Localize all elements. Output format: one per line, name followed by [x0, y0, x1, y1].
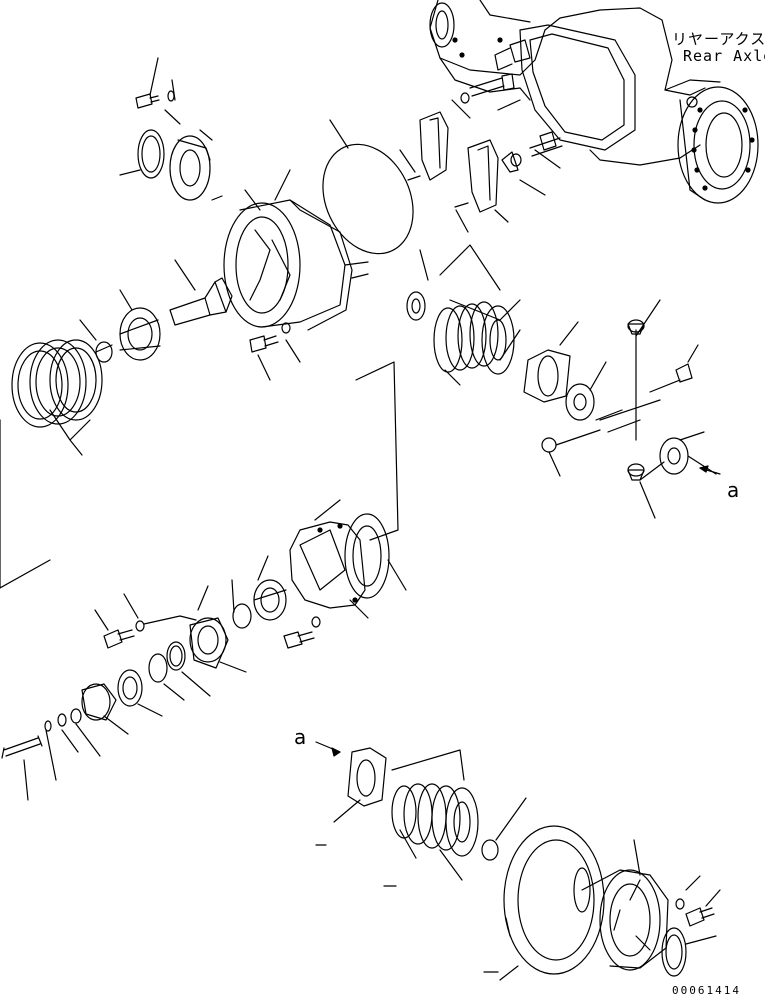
oil-seal	[138, 130, 164, 178]
bolt-lower	[284, 617, 320, 648]
housing-mount-parts	[400, 74, 562, 232]
bolt	[530, 132, 562, 156]
differential-case-half	[566, 362, 606, 420]
stray-marks	[316, 845, 498, 972]
differential-case-lower	[582, 840, 668, 970]
washer	[168, 91, 174, 101]
coupling-bolt	[2, 709, 100, 800]
washer	[461, 93, 469, 103]
coupling	[82, 684, 128, 734]
lower-bearing-right	[662, 928, 716, 976]
leader-lines	[0, 245, 500, 588]
assembly-title-japanese: リヤーアクスル	[672, 30, 765, 48]
bearing-cap	[468, 140, 498, 212]
pin	[455, 203, 468, 207]
spacer-ring	[232, 580, 251, 628]
shim-set	[12, 340, 102, 455]
lower-bearing	[254, 556, 286, 620]
drawing-number: 00061414	[672, 984, 741, 997]
side-gear-upper	[524, 322, 578, 402]
spacer	[80, 320, 112, 362]
ref-a-arrow-lower	[316, 742, 340, 756]
spider-cross	[542, 300, 716, 518]
thrust-washer	[482, 798, 526, 860]
pin	[408, 176, 420, 180]
bearing	[120, 290, 160, 360]
carrier-bolt	[250, 323, 300, 380]
reference-label-a-lower: a	[294, 725, 307, 749]
lower-carrier	[290, 500, 406, 618]
bolt	[470, 74, 514, 96]
bearing-cap	[420, 112, 448, 180]
upper-left-parts	[120, 58, 222, 200]
retainer-plate	[170, 136, 210, 200]
snap-ring-set	[118, 642, 210, 716]
bolt	[136, 94, 159, 108]
drive-pinion	[170, 260, 232, 325]
lock-plate	[502, 152, 518, 172]
carrier-housing	[224, 170, 368, 330]
ref-a-arrow-upper	[700, 466, 720, 474]
reference-label-a-upper: a	[727, 478, 740, 502]
assembly-title-english: Rear Axle	[683, 47, 765, 65]
rear-axle-housing	[430, 0, 758, 203]
o-ring	[306, 120, 430, 268]
pinion-cage	[190, 586, 246, 672]
washer	[511, 154, 521, 166]
ring-gear	[500, 826, 604, 980]
clutch-pack-lower	[392, 750, 478, 880]
clutch-pack-upper	[407, 292, 520, 385]
lower-bolt	[676, 876, 720, 926]
side-gear-lower	[334, 748, 386, 822]
cage-bolt	[95, 594, 196, 648]
